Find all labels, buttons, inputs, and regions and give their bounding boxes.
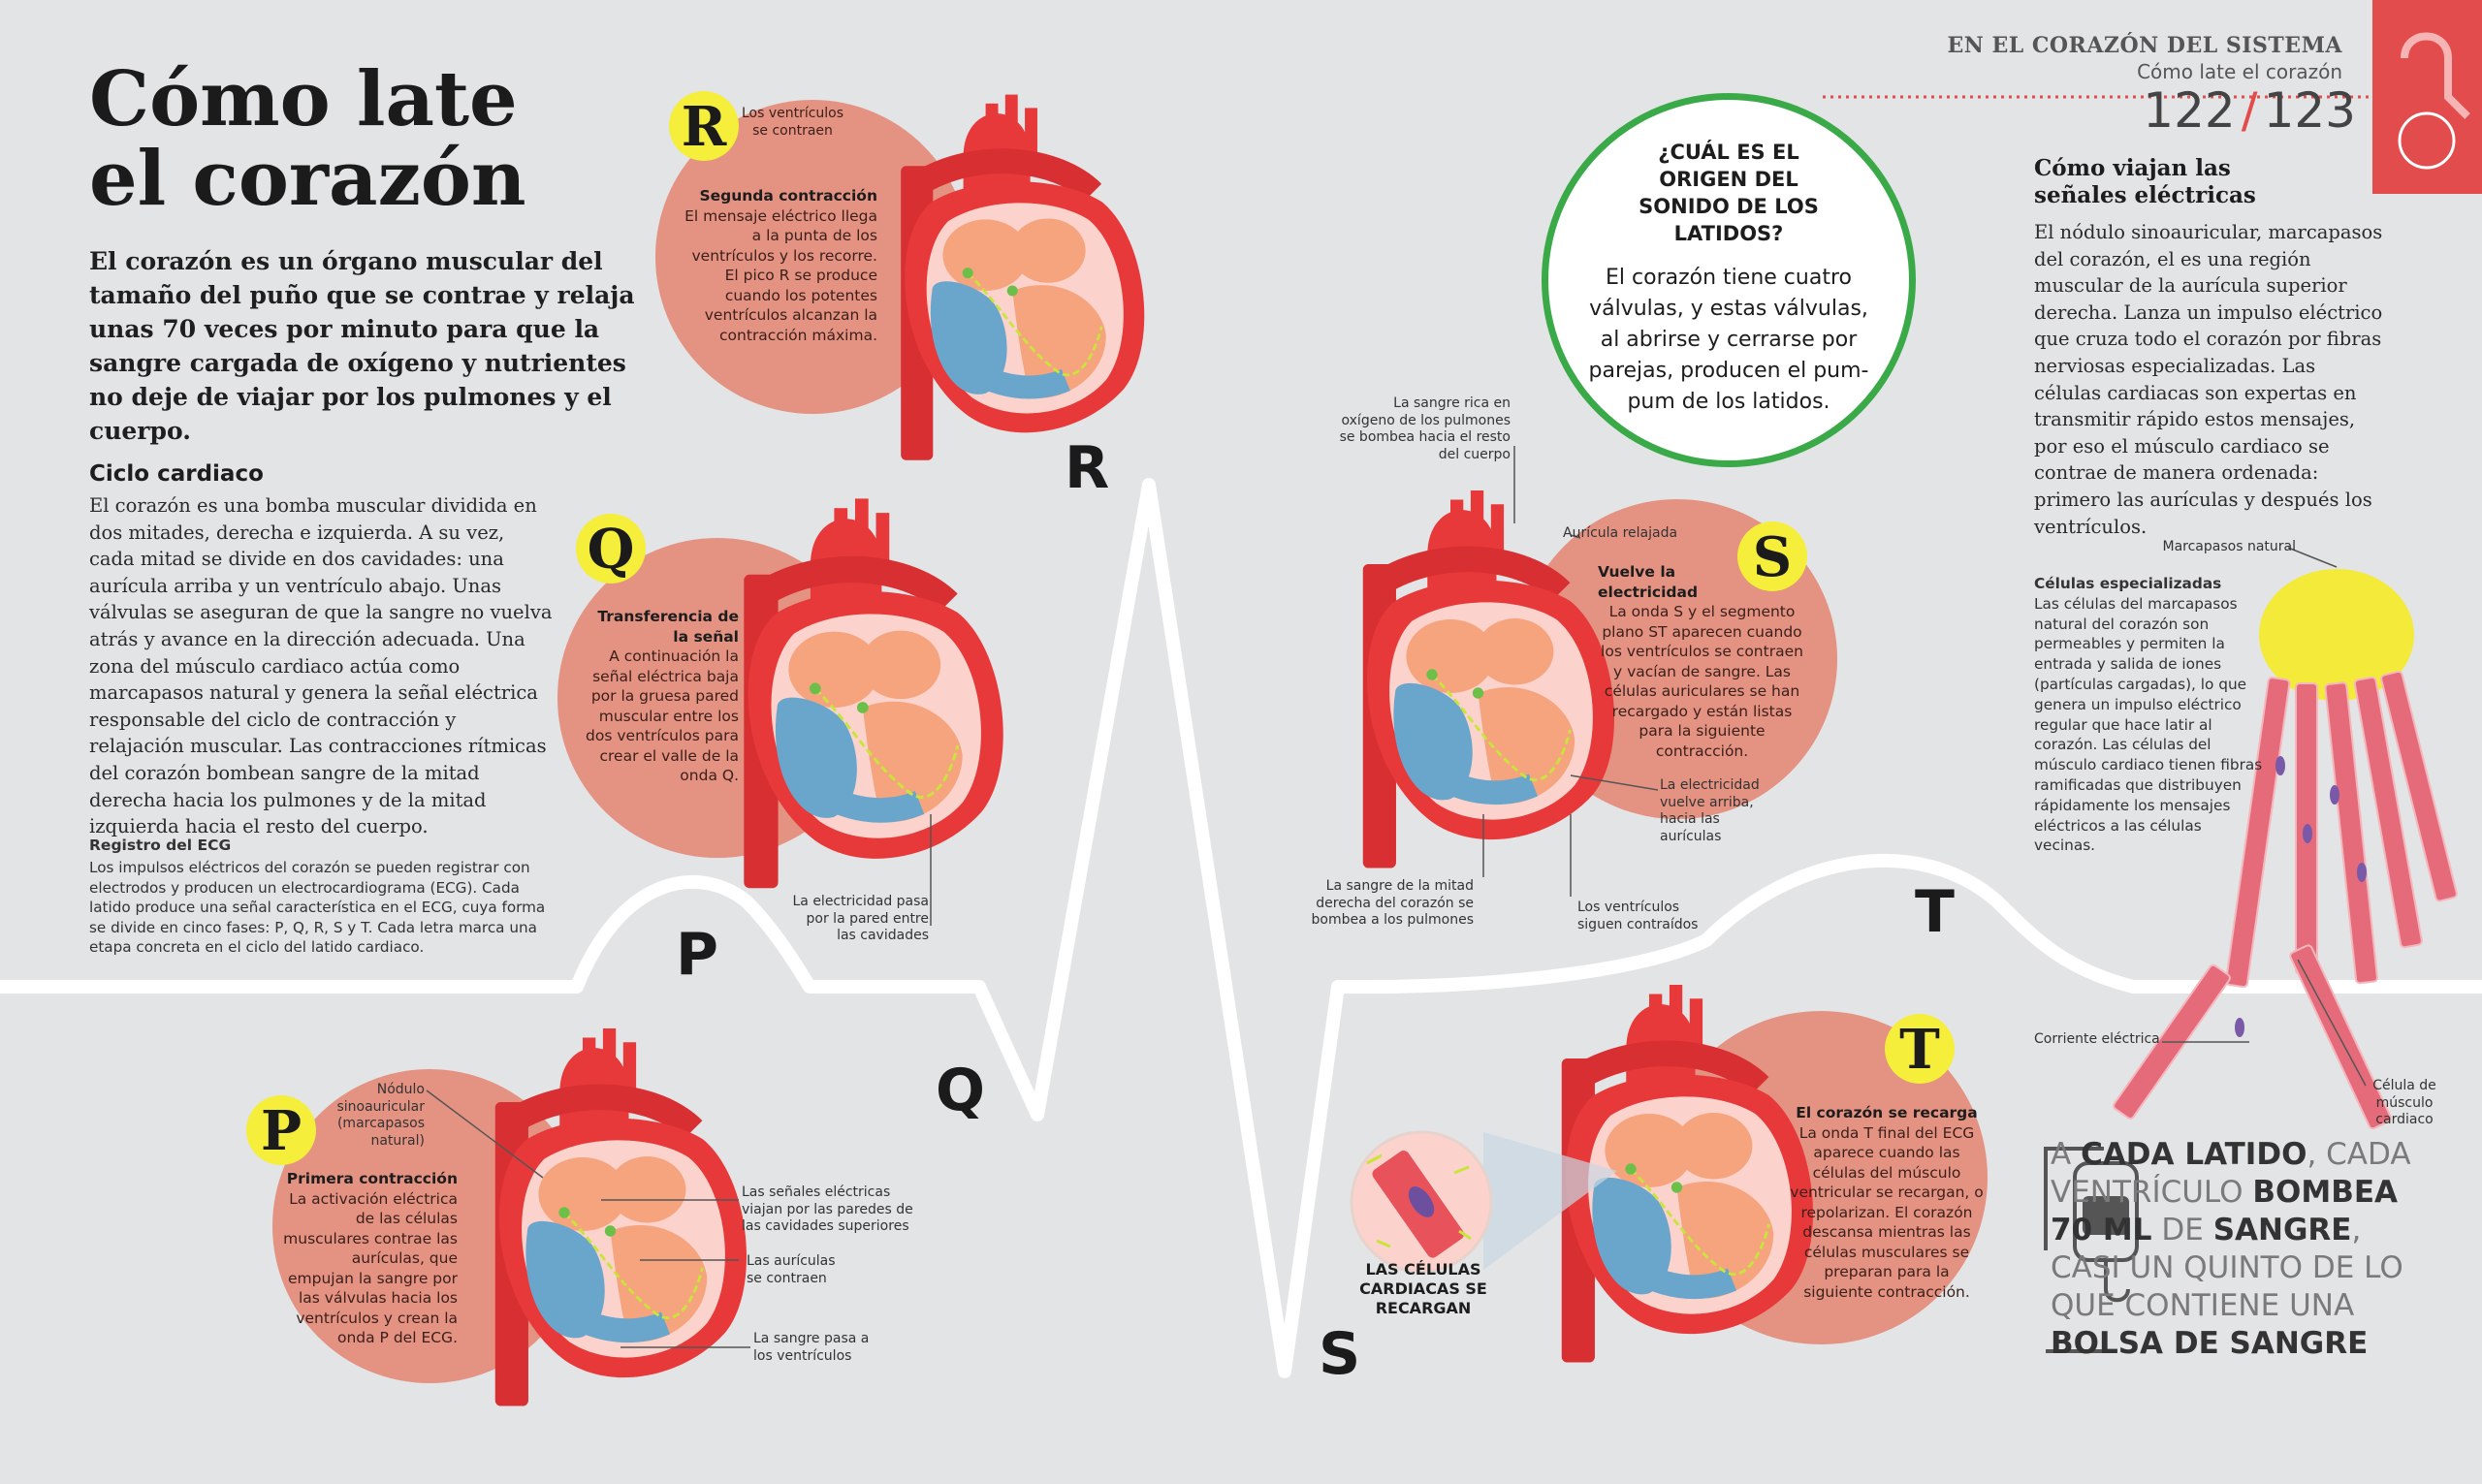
phase-s-callout-oxy: La sangre rica en oxígeno de los pulmone… [1339, 395, 1511, 462]
phase-t-badge: T [1885, 1014, 1955, 1084]
question-circle: ¿CUÁL ES EL ORIGEN DEL SONIDO DE LOS LAT… [1542, 93, 1916, 467]
body-icon [2372, 0, 2482, 194]
page-title-line2: el corazón [89, 135, 526, 223]
intro-text: El corazón es un órgano muscular del tam… [89, 247, 635, 445]
ecg-heading: Registro del ECG [89, 837, 232, 854]
wave-letter-p: P [676, 921, 718, 989]
fact-bold-4: BOLSA DE SANGRE [2051, 1326, 2369, 1361]
phase-s-content: Vuelve la electricidad La onda S y el se… [1598, 562, 1806, 761]
phase-p-badge: P [246, 1095, 316, 1165]
cells-content: Células especializadas Las células del m… [2034, 574, 2267, 856]
cells-text: Las células del marcapasos natural del c… [2034, 594, 2263, 855]
fact-bold-1: CADA LATIDO [2081, 1137, 2307, 1172]
page-number-separator: / [2241, 82, 2258, 139]
phase-r-badge: R [669, 91, 739, 161]
header-subsection: Cómo late el corazón [2137, 60, 2342, 83]
cycle-heading: Ciclo cardiaco [89, 461, 264, 487]
wave-letter-r: R [1065, 434, 1110, 502]
fact-part-3: DE [2151, 1213, 2213, 1247]
phase-q-badge: Q [576, 514, 646, 584]
phase-p-callout-node: Nódulo sinoauricular (marcapasos natural… [336, 1082, 425, 1149]
phase-s-callout-up: La electricidad vuelve arriba, hacia las… [1660, 777, 1760, 844]
phase-q-heading: Transferencia de la señal [597, 608, 739, 646]
phase-s-badge: S [1737, 521, 1807, 591]
cells-callout-cell: Célula de músculo cardiaco [2372, 1078, 2436, 1127]
phase-p-heading: Primera contracción [286, 1170, 458, 1187]
phase-t-heading: El corazón se recarga [1796, 1104, 1978, 1121]
page-title: Cómo late el corazón [89, 60, 526, 219]
phase-r-text: El mensaje eléctrico llega a la punta de… [684, 206, 877, 344]
phase-q-content: Transferencia de la señal A continuación… [582, 607, 739, 786]
phase-s-callout-relaxed: Aurícula relajada [1563, 525, 1678, 541]
running-header: EN EL CORAZÓN DEL SISTEMA Cómo late el c… [1823, 33, 2356, 138]
ecg-text: Los impulsos eléctricos del corazón se p… [89, 859, 546, 956]
page-number-right: 123 [2263, 82, 2356, 139]
phase-s-callout-right: La sangre de la mitad derecha del corazó… [1311, 878, 1474, 928]
phase-q-callout: La electricidad pasa por la pared entre … [792, 894, 929, 943]
page-number-left: 122 [2143, 82, 2236, 139]
phase-t-text: La onda T final del ECG aparece cuando l… [1790, 1123, 1984, 1301]
phase-r-content: Segunda contracción El mensaje eléctrico… [679, 186, 877, 345]
phase-p-callout-atria: Las aurículas se contraen [747, 1253, 836, 1286]
fact-bold-3: SANGRE [2212, 1213, 2352, 1247]
cells-callout-pacemaker: Marcapasos natural [2162, 539, 2297, 554]
phase-p-callout-blood: La sangre pasa a los ventrículos [753, 1331, 870, 1364]
phase-p-text: La activación eléctrica de las células m… [283, 1189, 458, 1347]
wave-letter-s: S [1319, 1320, 1361, 1388]
phase-s-callout-vent: Los ventrículos siguen contraídos [1577, 900, 1699, 932]
header-section: EN EL CORAZÓN DEL SISTEMA [1947, 33, 2342, 58]
phase-t-zoom-label: LAS CÉLULAS CARDIACAS SE RECARGAN [1359, 1260, 1487, 1317]
phase-p-content: Primera contracción La activación eléctr… [281, 1169, 458, 1348]
phase-r-heading: Segunda contracción [699, 187, 877, 205]
cells-heading: Células especializadas [2034, 575, 2222, 592]
phase-s-text: La onda S y el segmento plano ST aparece… [1601, 603, 1803, 760]
phase-p-callout-signals: Las señales eléctricas viajan por las pa… [742, 1184, 913, 1234]
fact-part-1: A [2051, 1137, 2082, 1172]
signals-heading: Cómo viajan las señales eléctricas [2034, 155, 2256, 208]
fact-bold-2: BOMBEA 70 ML [2051, 1175, 2398, 1247]
phase-t-content: El corazón se recarga La onda T final de… [1790, 1103, 1984, 1302]
signals-text: El nódulo sinoauricular, marcapasos del … [2034, 221, 2383, 538]
fact-part-4: , CASI UN QUINTO DE LO QUE CONTIENE UNA [2051, 1213, 2403, 1323]
phase-s-heading: Vuelve la electricidad [1598, 563, 1699, 601]
question-title: ¿CUÁL ES EL ORIGEN DEL SONIDO DE LOS LAT… [1639, 141, 1819, 245]
page-title-line1: Cómo late [89, 55, 518, 143]
fact-part-2: , CADA VENTRÍCULO [2051, 1137, 2411, 1210]
cycle-text: El corazón es una bomba muscular dividid… [89, 494, 553, 838]
wave-letter-t: T [1915, 878, 1955, 946]
blood-fact: A CADA LATIDO, CADA VENTRÍCULO BOMBEA 70… [2051, 1136, 2438, 1363]
question-text: El corazón tiene cuatro válvulas, y esta… [1588, 266, 1869, 414]
phase-q-text: A continuación la señal eléctrica baja p… [586, 647, 739, 784]
phase-r-callout: Los ventrículos se contraen [741, 106, 844, 139]
wave-letter-q: Q [936, 1057, 986, 1124]
cells-callout-current: Corriente eléctrica [2034, 1031, 2160, 1047]
